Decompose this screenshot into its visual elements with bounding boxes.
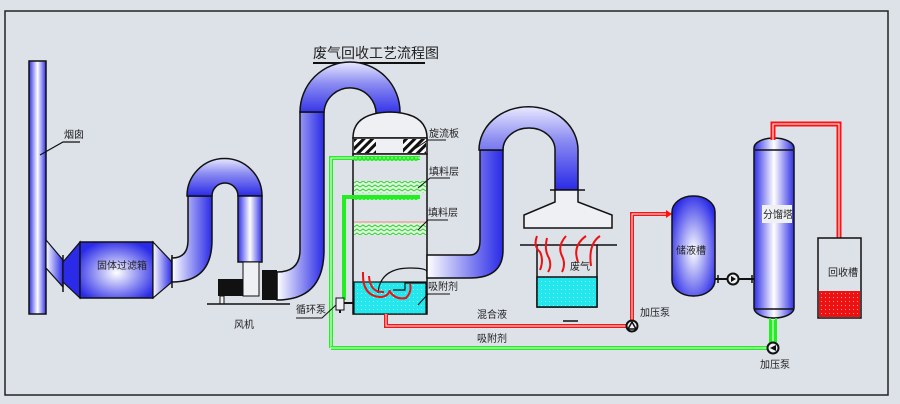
adsorbent-label: 吸附剂 <box>428 280 458 293</box>
diagram-frame <box>4 10 889 396</box>
circulation-pump: 循环泵 <box>296 297 353 319</box>
chimney: 烟囱 <box>28 60 84 315</box>
duct-u-pipe <box>171 157 263 283</box>
storage-tank: 储液槽 <box>671 195 716 297</box>
swirl-plate-label: 旋流板 <box>429 127 459 140</box>
solid-filter-box: 固体过滤箱 <box>62 240 173 300</box>
booster-pump-2: 加压泵 <box>760 318 790 371</box>
fan: 风机 <box>207 261 290 331</box>
waste-gas-label: 废气 <box>570 260 590 273</box>
absorption-tower: 旋流板 填料层 填料层 吸附剂 <box>352 111 459 315</box>
distillation-tower: 分馏塔 <box>753 137 795 319</box>
vapor-line <box>770 121 842 238</box>
recovery-tank: 回收槽 <box>817 237 862 319</box>
transfer-pump <box>715 272 755 286</box>
title-text: 废气回收工艺流程图 <box>313 46 439 62</box>
fan-label: 风机 <box>234 318 254 331</box>
booster-pump-1: 加压泵 <box>625 307 670 333</box>
storage-tank-label: 储液槽 <box>676 244 706 257</box>
solid-filter-box-label: 固体过滤箱 <box>97 259 147 272</box>
packing-layer-1-label: 填料层 <box>429 165 459 178</box>
distillation-tower-label: 分馏塔 <box>763 208 793 221</box>
mixed-liquid-label: 混合液 <box>477 308 507 321</box>
circulation-pump-label: 循环泵 <box>296 303 326 316</box>
chimney-label: 烟囱 <box>64 128 84 141</box>
booster-pump-2-label: 加压泵 <box>760 359 790 371</box>
recovery-tank-label: 回收槽 <box>828 266 858 279</box>
booster-pump-1-label: 加压泵 <box>640 307 670 319</box>
diagram-title: 废气回收工艺流程图 <box>313 46 439 64</box>
duct-to-tower <box>276 61 401 301</box>
waste-gas-scrubber: 废气 <box>520 189 617 322</box>
adsorbent-line-label: 吸附剂 <box>477 332 507 345</box>
packing-layer-2-label: 填料层 <box>428 206 458 219</box>
waste-gas-flow-icon <box>534 235 601 273</box>
